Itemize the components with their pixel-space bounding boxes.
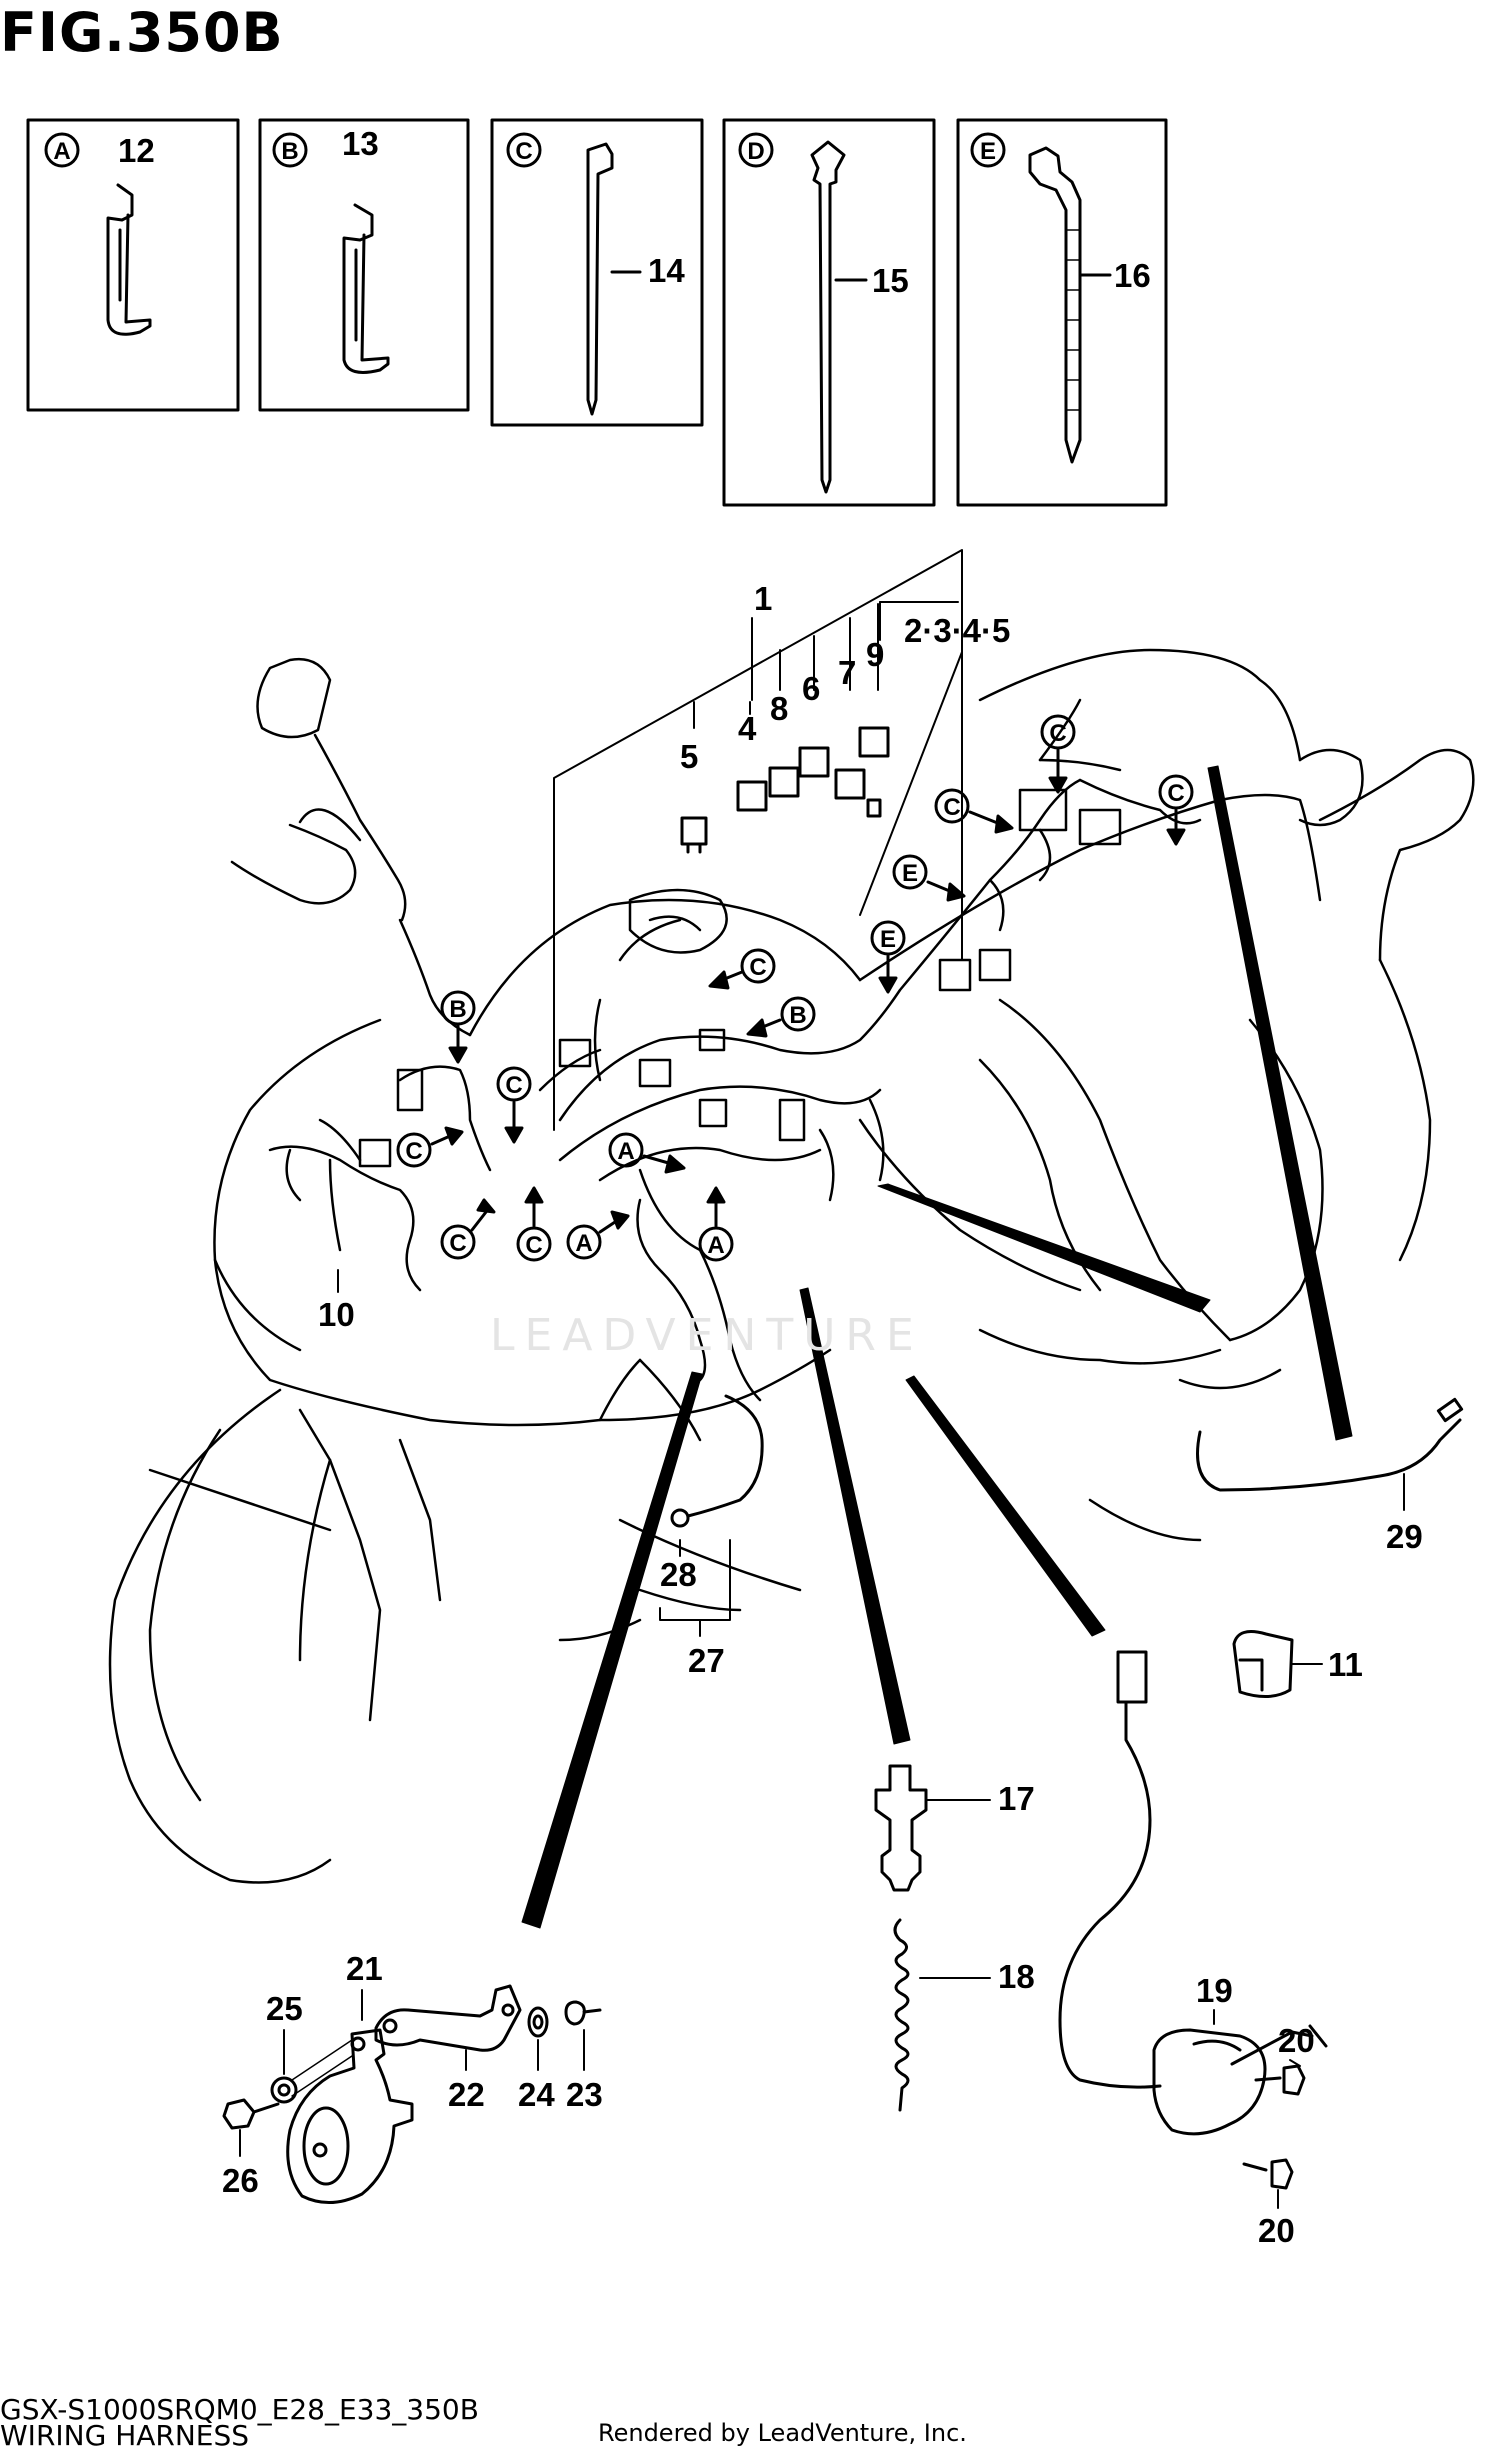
svg-text:5: 5 [680,738,698,775]
svg-text:C: C [525,1232,542,1259]
svg-text:B: B [281,138,298,165]
svg-text:E: E [880,926,896,953]
cable-tie-14-icon [586,142,614,416]
spring-18-icon [893,1918,910,2112]
svg-text:13: 13 [342,125,379,162]
svg-text:C: C [505,1072,522,1099]
clamp-12-icon [106,183,152,336]
svg-text:C: C [405,1138,422,1165]
inset-box-a: A 12 [26,118,240,412]
svg-text:A: A [707,1232,724,1259]
svg-text:D: D [747,138,764,165]
svg-text:22: 22 [448,2076,485,2113]
svg-text:25: 25 [266,1990,303,2027]
cable-tie-15-icon [810,140,846,494]
svg-text:B: B [449,996,466,1023]
relay-group: 1 2·3·4·5 5 4 8 6 7 9 [553,549,1010,1131]
svg-text:A: A [53,138,70,165]
svg-text:9: 9 [866,636,884,673]
inset-box-b: B 13 [258,118,470,412]
rendered-by-credit: Rendered by LeadVenture, Inc. [598,2419,967,2447]
svg-text:C: C [943,794,960,821]
svg-text:1: 1 [754,580,772,617]
svg-text:4: 4 [738,710,757,747]
horn-21-icon [286,2028,414,2205]
inset-box-c: C 14 [490,118,704,427]
svg-text:B: B [789,1002,806,1029]
svg-text:C: C [749,954,766,981]
relay-4-icon [736,780,768,812]
svg-text:27: 27 [688,1642,725,1679]
svg-text:28: 28 [660,1556,697,1593]
bolt-26-icon [222,2098,280,2130]
part-10: 10 [318,1269,355,1333]
switch-17-icon [874,1764,928,1892]
circle-callouts: C C C E E C B B C C C C A [396,714,1194,1262]
leadventure-watermark: LEADVENTURE [490,1310,924,1361]
svg-text:20: 20 [1278,2022,1315,2059]
figure-title: FIG.350B [0,1,284,64]
svg-text:8: 8 [770,690,788,727]
washer-25-icon [270,2076,298,2104]
svg-text:A: A [575,1230,592,1257]
svg-text:C: C [1049,720,1066,747]
svg-text:11: 11 [1328,1646,1363,1683]
relay-8-icon [768,766,800,798]
svg-text:15: 15 [872,262,909,299]
svg-text:26: 26 [222,2162,259,2199]
inset-box-d: D 15 [722,118,936,507]
bolt-20b-icon [1242,2158,1294,2190]
sensor-19-icon [1152,2028,1267,2136]
screw-23-icon [564,2000,602,2026]
bracket-22-icon [374,1984,522,2052]
main-wiring-harness [268,698,1202,1402]
relay-7-icon [834,768,866,800]
svg-text:29: 29 [1386,1518,1423,1555]
svg-text:12: 12 [118,132,155,169]
figure-code: GSX-S1000SRQM0_E28_E33_350B [0,2393,479,2426]
cap-11-icon [1232,1630,1294,1698]
cable-tie-16-icon [1028,146,1082,464]
svg-text:24: 24 [518,2076,555,2113]
svg-text:C: C [1167,780,1184,807]
svg-text:19: 19 [1196,1972,1233,2009]
clamp-13-icon [342,203,390,374]
svg-text:14: 14 [648,252,685,289]
svg-text:C: C [515,138,532,165]
svg-text:17: 17 [998,1780,1035,1817]
leader-wedges [521,765,1353,1929]
inset-box-e: E 16 [956,118,1168,507]
relay-5-icon [680,816,708,846]
fuse-icon [866,798,882,818]
bolt-20a-icon [1254,2064,1306,2096]
svg-text:2·3·4·5: 2·3·4·5 [904,612,1010,649]
figure-name: WIRING HARNESS [0,2419,250,2452]
svg-text:6: 6 [802,670,820,707]
svg-text:21: 21 [346,1950,383,1987]
svg-text:C: C [449,1230,466,1257]
svg-text:E: E [980,138,996,165]
svg-text:20: 20 [1258,2212,1295,2249]
relay-9-icon [858,726,890,758]
svg-text:7: 7 [838,654,856,691]
svg-text:E: E [902,860,918,887]
svg-text:16: 16 [1114,257,1151,294]
svg-text:23: 23 [566,2076,603,2113]
svg-text:10: 10 [318,1296,355,1333]
part-17-18: 17 18 [874,1764,1035,2112]
svg-text:18: 18 [998,1958,1035,1995]
washer-24-icon [527,2006,549,2038]
relay-6-icon [798,746,830,778]
part-11: 11 [1232,1630,1363,1698]
part-27-28: 28 27 [659,1394,764,1679]
horn-assembly: 22 21 25 26 24 23 [222,1950,603,2205]
part-29: 29 [1196,1397,1464,1555]
svg-text:A: A [617,1138,634,1165]
part-19-20: 19 20 20 [1058,1650,1328,2249]
motorcycle-outline [108,648,1475,1884]
